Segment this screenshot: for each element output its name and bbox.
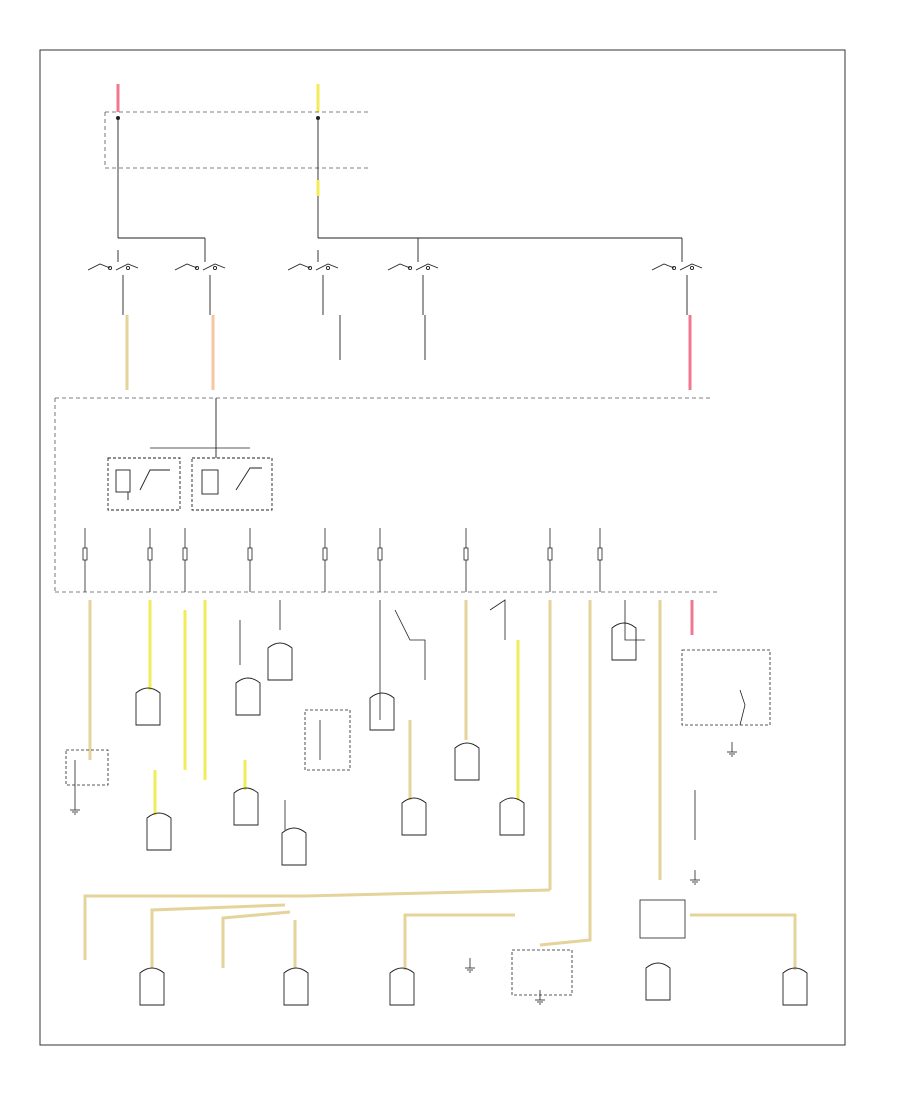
ground-5-icon <box>690 870 700 885</box>
top-fuse-left <box>116 84 120 120</box>
component-10 <box>611 622 637 661</box>
component-1 <box>135 687 161 726</box>
fuse-6 <box>377 528 383 592</box>
fuse-2 <box>147 528 153 592</box>
component-7 <box>146 812 172 851</box>
fuse-9 <box>597 528 603 592</box>
ignition-switch-4 <box>387 250 439 315</box>
component-4 <box>454 742 480 781</box>
fuse-drops <box>82 528 603 592</box>
fuse-4 <box>247 528 253 592</box>
component-15 <box>782 967 808 1006</box>
top-dashed-enclosure <box>104 111 370 169</box>
component-6 <box>401 797 427 836</box>
ground-4-icon <box>535 990 545 1005</box>
component-5 <box>499 797 525 836</box>
ignition-switch-2 <box>174 250 226 315</box>
ground-1-icon <box>70 800 80 815</box>
fuse-block-enclosure <box>54 397 720 593</box>
top-trunks <box>117 118 683 250</box>
ignition-switch-5 <box>651 250 703 315</box>
relay-left <box>107 457 181 511</box>
thin-wiring <box>65 599 771 996</box>
switch-output-wires <box>125 315 692 390</box>
ignition-switch-1 <box>87 250 139 315</box>
top-fuse-center <box>316 84 320 120</box>
ignition-switch-3 <box>287 250 339 315</box>
diagram-border <box>39 49 846 1046</box>
components <box>135 622 808 1006</box>
ground-2-icon <box>727 742 737 757</box>
component-2 <box>235 677 261 716</box>
switch-row <box>87 250 703 315</box>
fuse-3 <box>182 528 188 592</box>
ground-3-icon <box>465 958 475 973</box>
fuse-5 <box>322 528 328 592</box>
component-8 <box>233 787 259 826</box>
fuse-8 <box>547 528 553 592</box>
ground-symbols <box>70 742 737 1005</box>
component-12 <box>283 967 309 1006</box>
component-11 <box>139 967 165 1006</box>
relay-right <box>191 398 273 511</box>
component-13 <box>389 967 415 1006</box>
fuse-1 <box>82 528 88 592</box>
component-3 <box>369 692 395 731</box>
component-9 <box>281 827 307 866</box>
fuse-7 <box>463 528 469 592</box>
component-14 <box>645 962 671 1001</box>
component-16 <box>267 642 293 681</box>
lower-colored-wires <box>83 600 797 970</box>
